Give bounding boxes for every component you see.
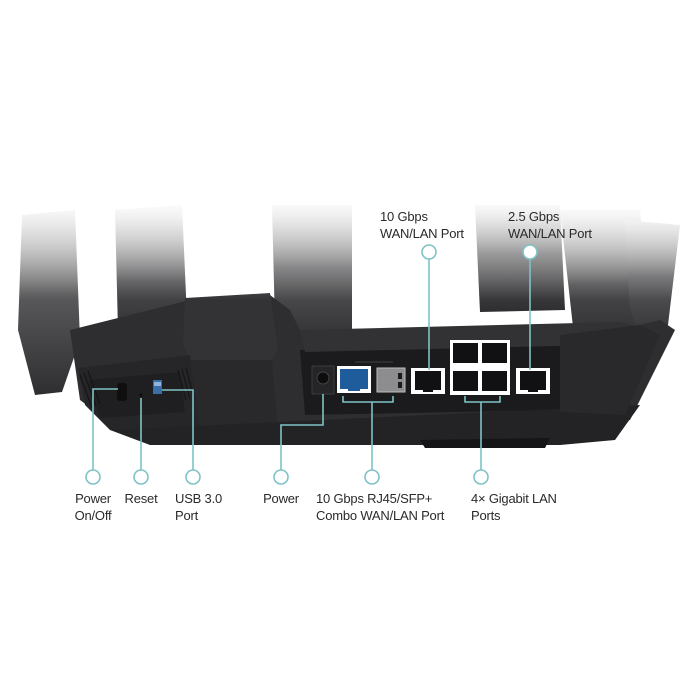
label-line: 10 Gbps (380, 209, 428, 224)
label-line: On/Off (74, 508, 112, 523)
label-power-on-off: Power On/Off (55, 490, 131, 524)
rear-ports (311, 340, 550, 395)
label-line: Reset (124, 491, 158, 506)
label-power: Power (251, 490, 311, 507)
label-line: Port (175, 508, 199, 523)
label-line: 4× Gigabit LAN (471, 491, 557, 506)
label-reset: Reset (116, 490, 166, 507)
label-line: Power (263, 491, 299, 506)
router-body (70, 293, 675, 448)
label-2-5g-wan-lan-port: 2.5 Gbps WAN/LAN Port (508, 208, 592, 242)
callout-lines (85, 244, 538, 485)
label-line: USB 3.0 (175, 491, 223, 506)
label-line: 10 Gbps RJ45/SFP+ (316, 491, 433, 506)
label-combo-wan-lan-port: 10 Gbps RJ45/SFP+ Combo WAN/LAN Port (316, 490, 444, 524)
power-switch-knob (117, 383, 127, 401)
label-line: WAN/LAN Port (380, 226, 464, 241)
label-line: WAN/LAN Port (508, 226, 592, 241)
usb-port (153, 380, 162, 394)
label-usb-3-0-port: USB 3.0 Port (175, 490, 222, 524)
label-line: 2.5 Gbps (508, 209, 560, 224)
label-line: Power (75, 491, 111, 506)
label-10g-wan-lan-port: 10 Gbps WAN/LAN Port (380, 208, 464, 242)
label-gigabit-lan-ports: 4× Gigabit LAN Ports (471, 490, 557, 524)
label-line: Ports (471, 508, 501, 523)
label-line: Combo WAN/LAN Port (316, 508, 445, 523)
reset-pinhole (139, 393, 143, 397)
left-block-ports (117, 380, 162, 401)
